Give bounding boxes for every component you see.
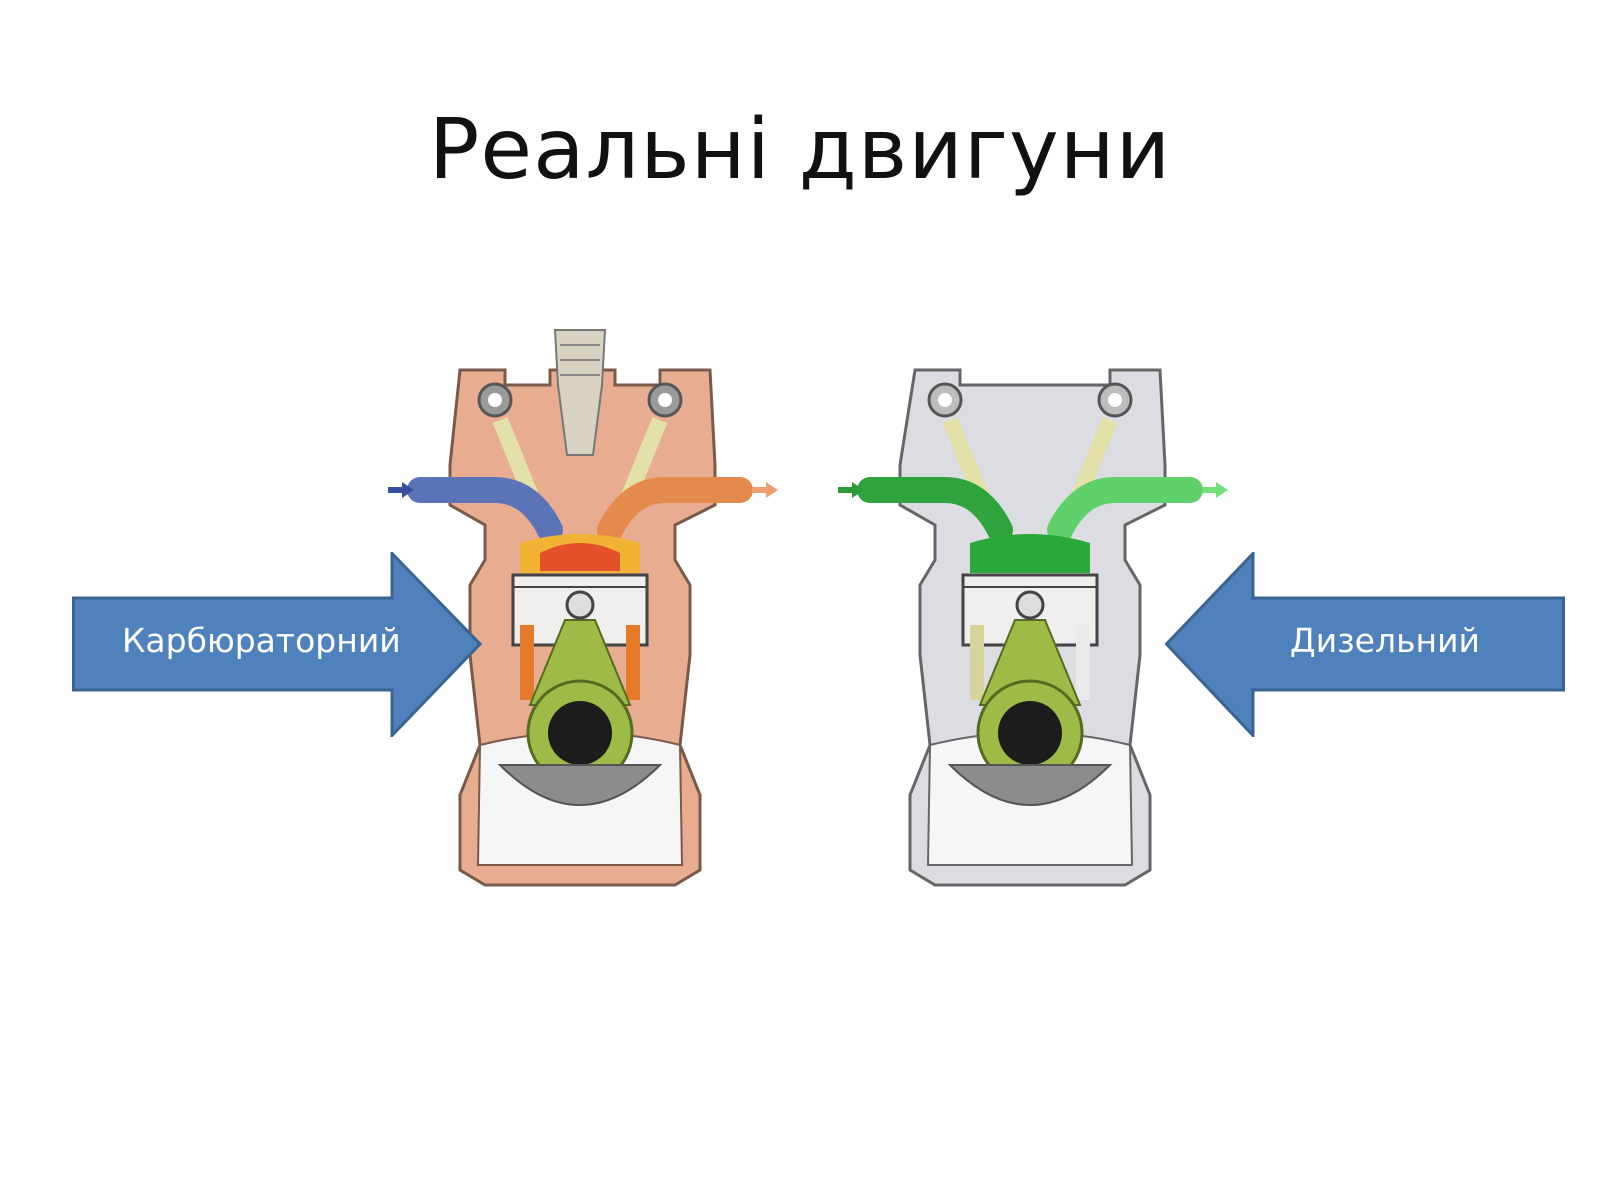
diesel-engine-label: Дизельний xyxy=(1289,621,1480,660)
petrol-engine-diagram xyxy=(380,325,780,915)
petrol-engine-callout: Карбюраторний xyxy=(72,552,492,737)
diesel-engine-diagram xyxy=(835,325,1235,915)
slide-title: Реальні двигуни xyxy=(428,100,1172,198)
petrol-engine-label: Карбюраторний xyxy=(122,621,401,660)
left-pointing-arrow-shape xyxy=(1165,552,1565,737)
right-pointing-arrow-shape xyxy=(72,552,483,737)
diesel-engine-callout: Дизельний xyxy=(1165,552,1565,737)
